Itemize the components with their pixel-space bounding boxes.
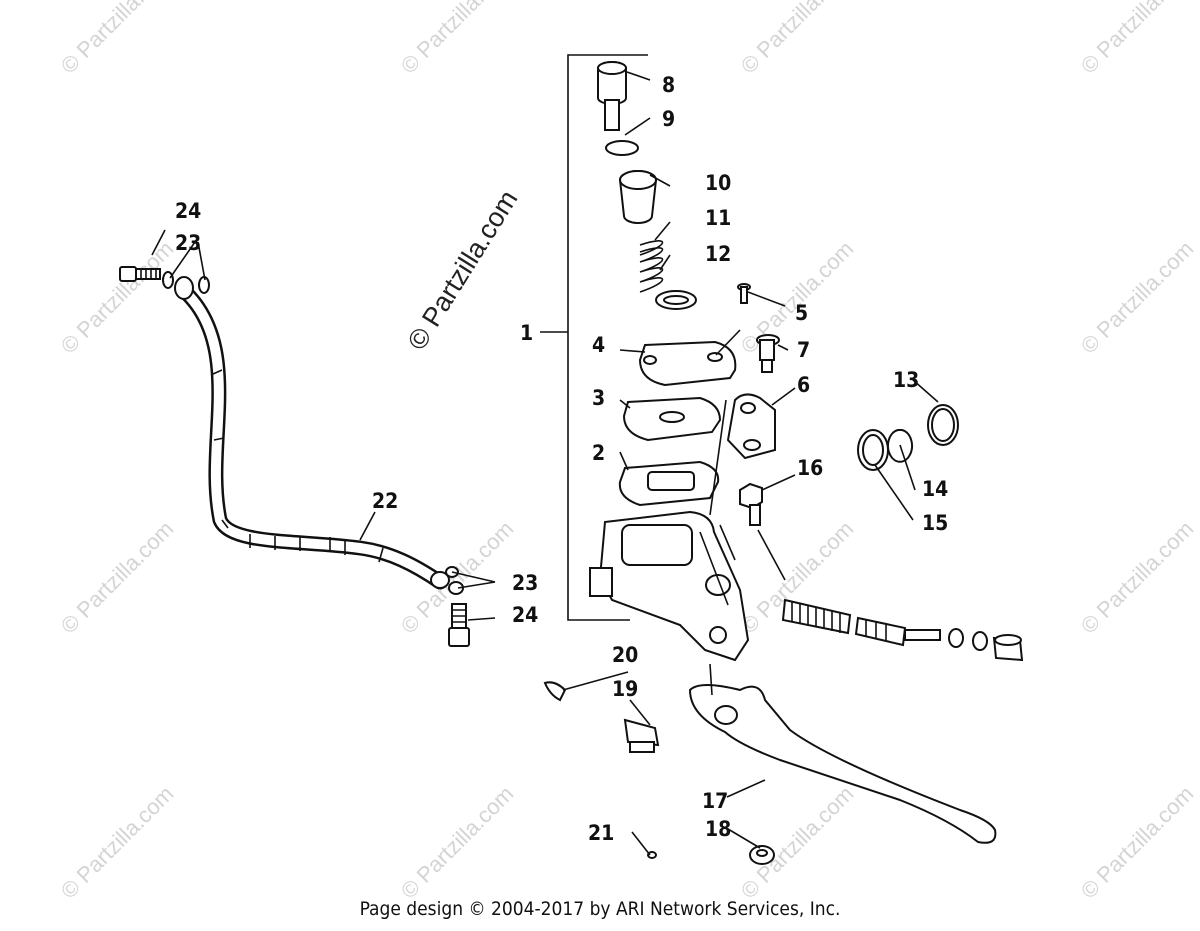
reservoir-cover-set (618, 340, 737, 507)
plunger-set (781, 598, 1024, 662)
watermark: © Partzilla.com (56, 236, 179, 359)
callout-16: 16 (797, 456, 823, 480)
callout-21: 21 (588, 821, 614, 845)
small-parts (543, 681, 775, 865)
callout-10: 10 (705, 171, 731, 195)
watermark: © Partzilla.com (1076, 0, 1199, 79)
watermark: © Partzilla.com (56, 0, 179, 79)
watermark: © Partzilla.com (56, 781, 179, 904)
hardware (726, 283, 780, 526)
assembly-bracket (540, 54, 648, 621)
master-cylinder-body (589, 510, 750, 662)
callout-24-top: 24 (175, 199, 201, 223)
watermark-main: © Partzilla.com (402, 185, 524, 355)
callout-13: 13 (893, 368, 919, 392)
callout-12: 12 (705, 242, 731, 266)
callout-9: 9 (662, 107, 675, 131)
callout-1: 1 (520, 321, 533, 345)
callout-6: 6 (797, 373, 810, 397)
brake-lever (688, 684, 997, 844)
watermark: © Partzilla.com (396, 781, 519, 904)
callout-20: 20 (612, 643, 638, 667)
callout-17: 17 (702, 789, 728, 813)
callout-4: 4 (592, 333, 605, 357)
watermark: © Partzilla.com (736, 781, 859, 904)
callout-19: 19 (612, 677, 638, 701)
watermark: © Partzilla.com (736, 0, 859, 79)
callout-22: 22 (372, 489, 398, 513)
callout-7: 7 (797, 338, 810, 362)
piston-assembly (597, 61, 697, 310)
watermark-grid: © Partzilla.com © Partzilla.com © Partzi… (56, 0, 1199, 904)
callout-8: 8 (662, 73, 675, 97)
page-footer: Page design © 2004-2017 by ARI Network S… (359, 898, 841, 920)
callout-2: 2 (592, 441, 605, 465)
callout-5: 5 (795, 301, 808, 325)
watermark: © Partzilla.com (1076, 516, 1199, 639)
callout-15: 15 (922, 511, 948, 535)
seal-rings (857, 404, 959, 471)
callout-24-bottom: 24 (512, 603, 538, 627)
callout-23-top: 23 (175, 231, 201, 255)
callout-23-bottom: 23 (512, 571, 538, 595)
watermark: © Partzilla.com (1076, 236, 1199, 359)
callout-labels: 1 2 3 4 5 6 7 8 9 10 11 12 13 14 15 16 1… (175, 73, 948, 845)
watermark: © Partzilla.com (1076, 781, 1199, 904)
lever-pivot-hole (714, 705, 738, 725)
watermark: © Partzilla.com (396, 0, 519, 79)
watermark: © Partzilla.com (56, 516, 179, 639)
callout-18: 18 (705, 817, 731, 841)
callout-14: 14 (922, 477, 948, 501)
callout-11: 11 (705, 206, 731, 230)
leader-lines (151, 71, 939, 856)
callout-3: 3 (592, 386, 605, 410)
